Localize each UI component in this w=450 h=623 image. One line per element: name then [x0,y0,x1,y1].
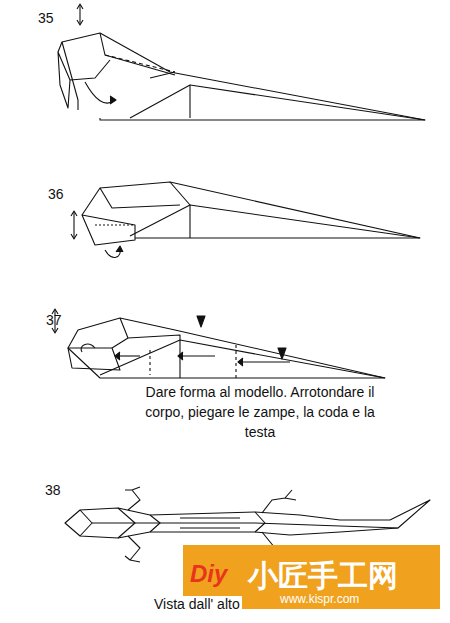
step-number: 38 [45,482,61,498]
step-37-model [52,309,385,378]
step-number: 36 [48,186,64,202]
watermark-title: 小匠手工网 [248,556,398,597]
view-caption: Vista dall' alto [152,596,242,612]
watermark-url: www.kispr.com [280,592,359,606]
step-36-model [71,182,420,257]
step-35-model [58,4,425,120]
step-number: 35 [38,10,54,26]
instruction-note: Dare forma al modello. Arrotondare il co… [145,382,375,442]
step-number: 37 [46,312,62,328]
watermark-logo: Diy [190,560,227,588]
